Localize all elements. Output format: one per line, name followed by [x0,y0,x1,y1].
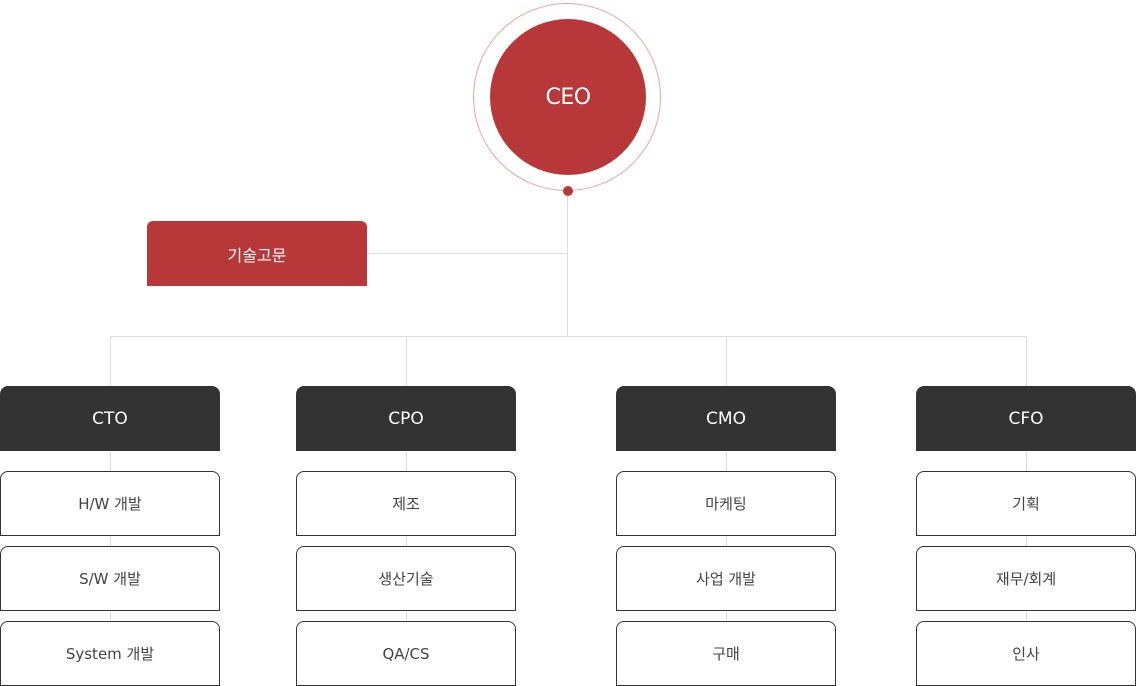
cfo-unit-2: 재무/회계 [916,546,1136,611]
cmo-node: CMO [616,386,836,451]
cto-node: CTO [0,386,220,451]
cmo-unit-1: 마케팅 [616,471,836,536]
unit-label: 제조 [392,495,420,513]
cfo-unit-1: 기획 [916,471,1136,536]
cto-unit-2: S/W 개발 [0,546,220,611]
cpo-unit-3: QA/CS [296,621,516,686]
advisor-node: 기술고문 [147,221,367,286]
unit-label: 기획 [1012,495,1040,513]
cmo-unit-3: 구매 [616,621,836,686]
unit-label: 구매 [712,645,740,663]
cfo-node: CFO [916,386,1136,451]
unit-label: 인사 [1012,645,1040,663]
cto-unit-1: H/W 개발 [0,471,220,536]
cfo-label: CFO [1008,408,1044,429]
department-bus-line [110,336,1027,337]
ceo-trunk-line [567,190,568,336]
cpo-node: CPO [296,386,516,451]
cfo-unit-3: 인사 [916,621,1136,686]
cfo-unit-line [1026,451,1027,621]
advisor-label: 기술고문 [227,245,287,265]
cpo-unit-2: 생산기술 [296,546,516,611]
cmo-label: CMO [706,408,746,429]
unit-label: 마케팅 [705,495,747,513]
ceo-node: CEO [490,19,646,175]
cfo-drop-line [1026,336,1027,386]
cpo-unit-line [406,451,407,621]
cto-unit-line [110,451,111,621]
cpo-unit-1: 제조 [296,471,516,536]
unit-label: System 개발 [65,645,155,663]
unit-label: 사업 개발 [696,570,756,588]
unit-label: S/W 개발 [79,570,141,588]
ceo-label: CEO [545,84,591,110]
cto-drop-line [110,336,111,386]
unit-label: 재무/회계 [995,570,1057,588]
advisor-branch-line [367,253,567,254]
unit-label: 생산기술 [378,570,434,588]
cto-label: CTO [92,408,128,429]
cmo-unit-2: 사업 개발 [616,546,836,611]
cmo-unit-line [726,451,727,621]
unit-label: QA/CS [382,644,430,663]
cto-unit-3: System 개발 [0,621,220,686]
cpo-label: CPO [388,408,424,429]
ceo-connector-dot [563,186,573,196]
cmo-drop-line [726,336,727,386]
cpo-drop-line [406,336,407,386]
unit-label: H/W 개발 [78,495,142,513]
